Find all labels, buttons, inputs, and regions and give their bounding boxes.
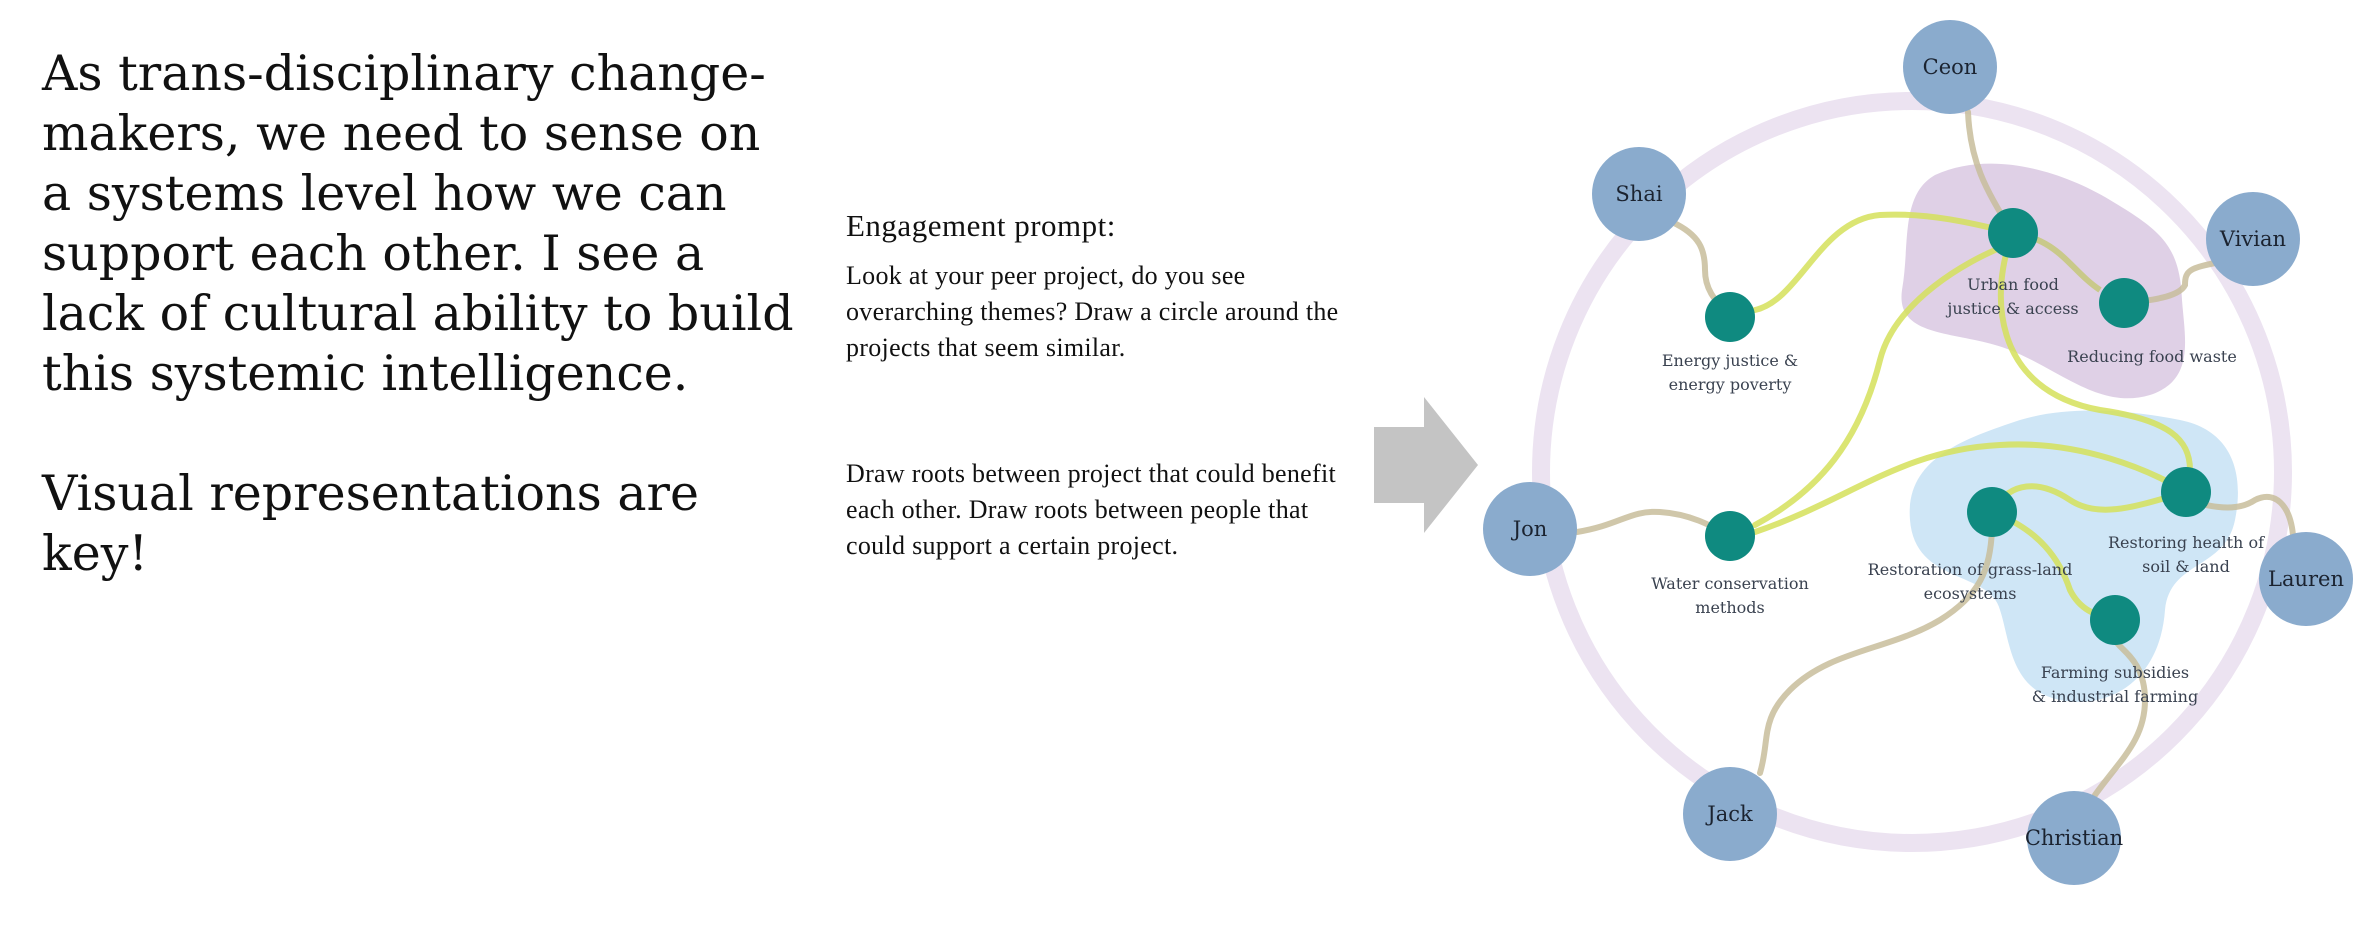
project-label-line: energy poverty [1669, 375, 1792, 394]
project-dot [2090, 595, 2140, 645]
project-label: Urban food justice & access [1945, 275, 2078, 318]
engagement-prompt: Engagement prompt: Look at your peer pro… [846, 208, 1366, 564]
project-label: Reducing food waste [2067, 347, 2237, 366]
person-name: Ceon [1923, 55, 1978, 79]
person-name: Jon [1511, 517, 1548, 541]
project-label-line: methods [1695, 598, 1764, 617]
project-node: Energy justice & energy poverty [1662, 292, 1798, 394]
arrow-right-icon [1374, 397, 1478, 533]
project-label-line: Energy justice & [1662, 351, 1798, 370]
project-label-line: Urban food [1967, 275, 2059, 294]
project-dot [2099, 278, 2149, 328]
person-name: Christian [2025, 826, 2123, 850]
person-node: Jon [1483, 482, 1577, 576]
project-label-line: Restoration of grass-land [1868, 560, 2073, 579]
project-label-line: Farming subsidies [2041, 663, 2189, 682]
project-project-root [1752, 245, 2003, 528]
project-label-line: justice & access [1945, 299, 2078, 318]
person-circle [1592, 147, 1686, 241]
project-dot [1705, 511, 1755, 561]
person-name: Lauren [2268, 567, 2344, 591]
project-label-line: Reducing food waste [2067, 347, 2237, 366]
person-node: Jack [1683, 767, 1777, 861]
project-node: Restoring health of soil & land [2108, 467, 2265, 576]
project-project-root [1752, 441, 2189, 535]
intro-paragraph: As trans-disciplinary change-makers, we … [42, 45, 794, 402]
person-project-root [2092, 637, 2149, 798]
person-circle [2027, 791, 2121, 885]
cluster-land [1909, 410, 2238, 702]
person-circle [2206, 192, 2300, 286]
project-dot [1705, 292, 1755, 342]
project-label-line: Water conservation [1651, 574, 1809, 593]
project-node: Restoration of grass-land ecosystems [1868, 487, 2073, 603]
project-node: Farming subsidies & industrial farming [2032, 595, 2198, 706]
prompt-heading: Engagement prompt: [846, 208, 1116, 243]
person-circle [1903, 20, 1997, 114]
project-node: Reducing food waste [2067, 278, 2237, 366]
intro-statement: As trans-disciplinary change-makers, we … [42, 44, 802, 584]
project-label: Restoring health of soil & land [2108, 533, 2265, 576]
project-dot [2161, 467, 2211, 517]
person-node: Ceon [1903, 20, 1997, 114]
project-label-line: ecosystems [1924, 584, 2017, 603]
project-project-root [1989, 483, 2189, 515]
project-node: Urban food justice & access [1945, 208, 2079, 318]
prompt-instruction-themes: Look at your peer project, do you see ov… [846, 261, 1339, 362]
person-name: Shai [1615, 182, 1662, 206]
project-label: Restoration of grass-land ecosystems [1868, 560, 2073, 603]
intro-emphasis: Visual representations are key! [42, 465, 699, 582]
person-node: Christian [2025, 791, 2123, 885]
person-name: Vivian [2219, 227, 2286, 251]
project-project-root [1752, 211, 2016, 313]
project-label-line: & industrial farming [2032, 687, 2198, 706]
project-node: Water conservation methods [1651, 511, 1809, 617]
project-dot [1967, 487, 2017, 537]
person-circle [1683, 767, 1777, 861]
project-label-line: Restoring health of [2108, 533, 2265, 552]
person-name: Jack [1705, 802, 1753, 826]
person-project-root [2121, 259, 2223, 306]
outer-ring [1532, 92, 2292, 852]
project-label: Water conservation methods [1651, 574, 1809, 617]
project-label: Energy justice & energy poverty [1662, 351, 1798, 394]
prompt-instruction-roots: Draw roots between project that could be… [846, 459, 1336, 560]
person-circle [2259, 532, 2353, 626]
project-dot [1988, 208, 2038, 258]
person-project-root [2183, 493, 2296, 538]
person-circle [1483, 482, 1577, 576]
person-node: Lauren [2259, 532, 2353, 626]
project-project-root [1997, 230, 2193, 473]
person-project-root [1757, 527, 1995, 776]
project-label: Farming subsidies & industrial farming [2032, 663, 2198, 706]
person-node: Vivian [2206, 192, 2300, 286]
person-node: Shai [1592, 147, 1686, 241]
project-label-line: soil & land [2142, 557, 2230, 576]
